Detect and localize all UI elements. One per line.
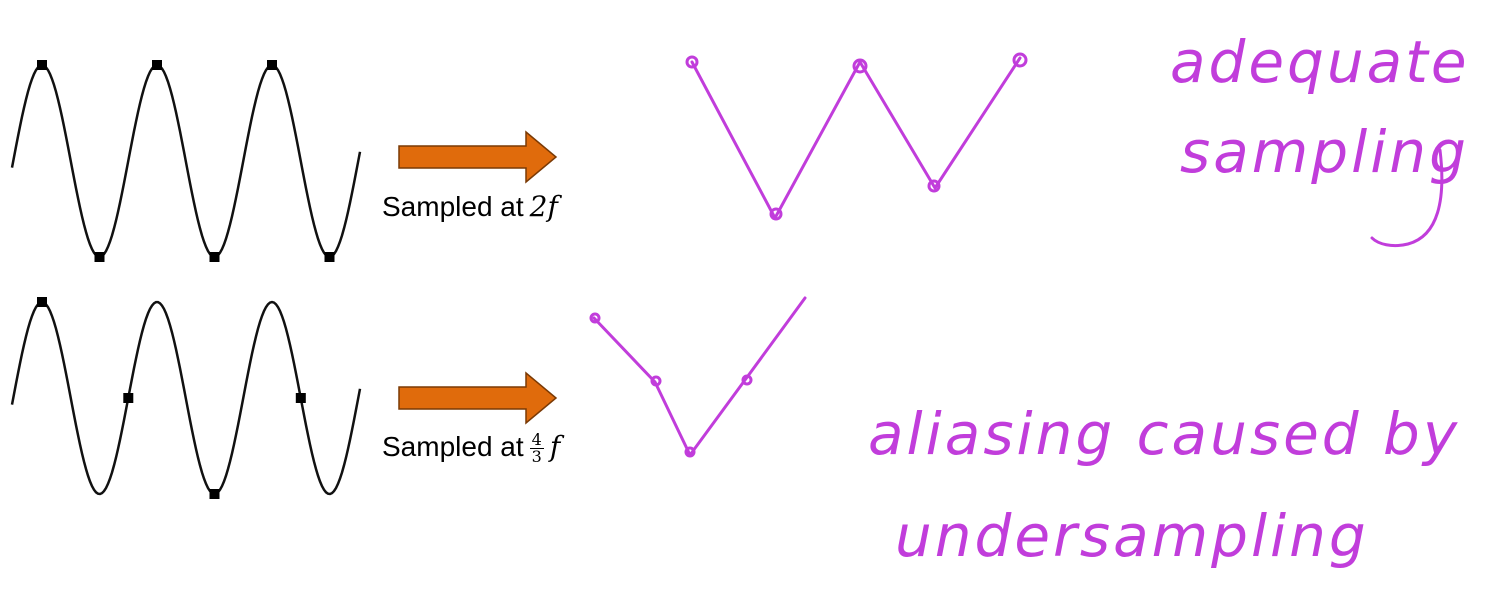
handwriting-flourish: [1370, 148, 1444, 248]
sample-points-adequate: [37, 60, 335, 262]
caption-prefix: Sampled at: [382, 191, 524, 222]
sample-points-undersampled: [37, 297, 306, 499]
sine-wave-undersampled: [10, 300, 362, 496]
reconstructed-sample-mark: [684, 446, 696, 458]
reconstructed-sample-mark: [852, 58, 868, 74]
sample-point: [94, 252, 105, 262]
fraction-numerator: 4: [529, 430, 544, 450]
reconstructed-sample-mark: [650, 375, 662, 387]
right-arrow-icon: [398, 371, 558, 425]
sine-wave-adequate: [10, 63, 362, 259]
sample-point: [267, 60, 277, 70]
annotation-aliasing-caused-by: aliasing caused by: [868, 400, 1461, 468]
sample-point: [37, 60, 47, 70]
reconstructed-sample-mark: [927, 179, 941, 193]
rate-variable: f: [549, 430, 561, 463]
sample-point: [209, 252, 220, 262]
fraction-denominator: 3: [531, 447, 542, 467]
reconstructed-sample-mark: [741, 374, 753, 386]
reconstructed-sample-mark: [769, 207, 783, 221]
annotation-sampling: sampling: [1180, 118, 1469, 186]
annotation-undersampling: undersampling: [895, 502, 1369, 570]
reconstructed-signal-adequate: [690, 56, 1022, 220]
reconstructed-sample-mark: [1012, 52, 1028, 68]
reconstructed-sample-mark: [589, 312, 601, 324]
sampling-rate: 2f: [529, 190, 558, 223]
sample-point: [324, 252, 335, 262]
sample-point: [37, 297, 47, 307]
sample-point: [152, 60, 162, 70]
sample-point: [295, 393, 306, 403]
annotation-adequate: adequate: [1170, 28, 1470, 96]
sample-point: [123, 393, 134, 403]
reconstructed-sample-mark: [685, 55, 699, 69]
sample-point: [209, 489, 220, 499]
caption-prefix: Sampled at: [382, 431, 524, 462]
reconstructed-signal-aliased: [592, 296, 807, 457]
right-arrow-icon: [398, 130, 558, 184]
